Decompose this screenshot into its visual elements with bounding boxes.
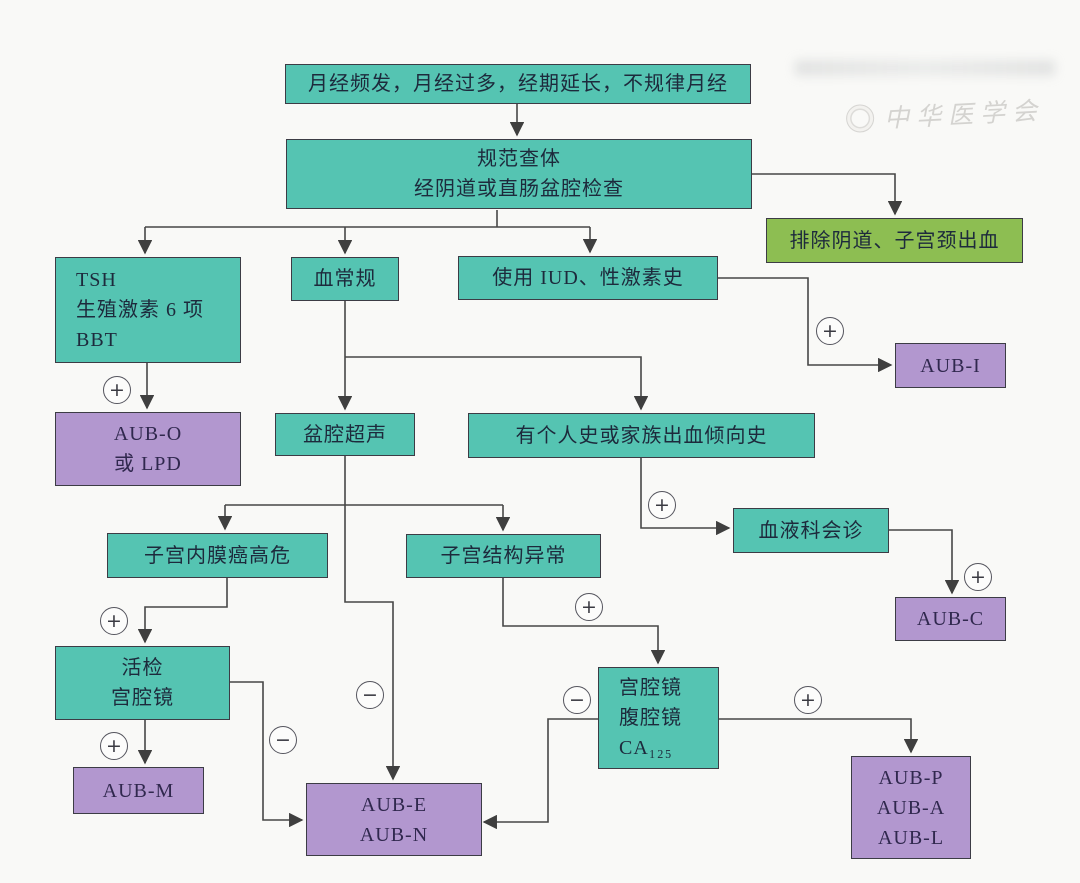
- node-aub-i: AUB-I: [895, 343, 1006, 388]
- plus-sign-structural-hysteroscopy: +: [575, 593, 603, 621]
- node-pelvic-ultrasound: 盆腔超声: [275, 413, 415, 456]
- minus-sign-hysteroscopy-auben: −: [563, 686, 591, 714]
- plus-sign-tsh-aubo: +: [103, 376, 131, 404]
- node-aub-o-lpd: AUB-O 或 LPD: [55, 412, 241, 486]
- node-iud-history: 使用 IUD、性激素史: [458, 256, 718, 300]
- connector-ultrasound-auben: [344, 456, 401, 781]
- connector-endometrial-biopsy: [137, 578, 228, 644]
- node-biopsy-hysteroscopy: 活检 宫腔镜: [55, 646, 230, 720]
- connector-history-hematology: [640, 458, 731, 536]
- node-tsh-panel: TSH 生殖激素 6 项 BBT: [55, 257, 241, 363]
- plus-sign-iud-aubi: +: [816, 317, 844, 345]
- minus-sign-ultrasound-auben: −: [356, 681, 384, 709]
- node-aub-c: AUB-C: [895, 597, 1006, 641]
- connector-hysteroscopy-auben: [482, 718, 598, 830]
- plus-sign-hematology-aubc: +: [964, 563, 992, 591]
- plus-sign-history-hematology: +: [648, 491, 676, 519]
- connector-hysteroscopy-aubpal: [719, 718, 919, 754]
- node-aub-p-a-l: AUB-P AUB-A AUB-L: [851, 756, 971, 859]
- connector-cbc-history: [345, 356, 649, 411]
- node-aub-m: AUB-M: [73, 767, 204, 814]
- node-symptoms: 月经频发，月经过多，经期延长，不规律月经: [285, 64, 751, 104]
- connector-exam-exclude: [752, 173, 903, 216]
- connector-iud-aubi: [718, 277, 893, 373]
- plus-sign-hysteroscopy-aubpal: +: [794, 686, 822, 714]
- plus-sign-endometrial-biopsy: +: [100, 607, 128, 635]
- connector-hematology-aubc: [889, 529, 960, 595]
- connector-structural-hysteroscopy: [502, 578, 666, 665]
- node-exclude-vaginal-cervical-bleeding: 排除阴道、子宫颈出血: [766, 218, 1023, 263]
- node-endometrial-cancer-risk: 子宫内膜癌高危: [107, 533, 328, 578]
- node-aub-e-n: AUB-E AUB-N: [306, 783, 482, 856]
- node-structural-abnormality: 子宫结构异常: [406, 534, 601, 578]
- node-hysteroscopy-laparoscopy-ca125: 宫腔镜 腹腔镜 CA₁₂₅: [598, 667, 719, 769]
- minus-sign-biopsy-auben: −: [269, 726, 297, 754]
- node-exam: 规范查体 经阴道或直肠盆腔检查: [286, 139, 752, 209]
- plus-sign-biopsy-aubm: +: [100, 732, 128, 760]
- node-cbc: 血常规: [291, 257, 399, 301]
- node-bleeding-history: 有个人史或家族出血倾向史: [468, 413, 815, 458]
- faded-watermark-strip: [795, 60, 1055, 76]
- node-hematology-consult: 血液科会诊: [733, 508, 889, 553]
- connector-biopsy-auben: [230, 681, 304, 828]
